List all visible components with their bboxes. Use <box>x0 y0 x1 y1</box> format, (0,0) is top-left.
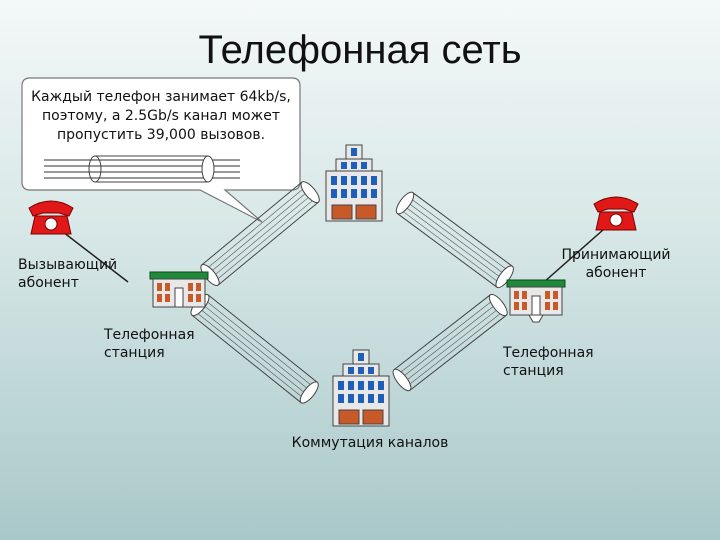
station-right-label: Телефонная станция <box>503 345 594 379</box>
telephone-icon <box>28 200 74 235</box>
telephone-icon <box>593 196 639 231</box>
receiver-wire <box>534 221 613 291</box>
cable-icon <box>44 155 240 183</box>
trunk-tube-right-bottom <box>392 293 508 392</box>
office-building-icon <box>332 349 390 427</box>
trunk-tube-left-top <box>200 181 320 287</box>
trunk-tube-right-top <box>395 191 514 289</box>
switching-label: Коммутация каналов <box>291 435 449 451</box>
station-house-icon <box>149 271 209 308</box>
receiver-label: Принимающий абонент <box>561 247 671 281</box>
callout-text: Каждый телефон занимает 64kb/s, поэтому,… <box>31 89 291 143</box>
callout-bubble <box>21 77 301 223</box>
station-house-icon <box>506 279 566 323</box>
slide-title: Телефонная сеть <box>198 28 522 72</box>
station-left-label: Телефонная станция <box>104 327 195 361</box>
caller-label: Вызывающий абонент <box>18 257 118 291</box>
office-building-icon <box>325 144 383 222</box>
